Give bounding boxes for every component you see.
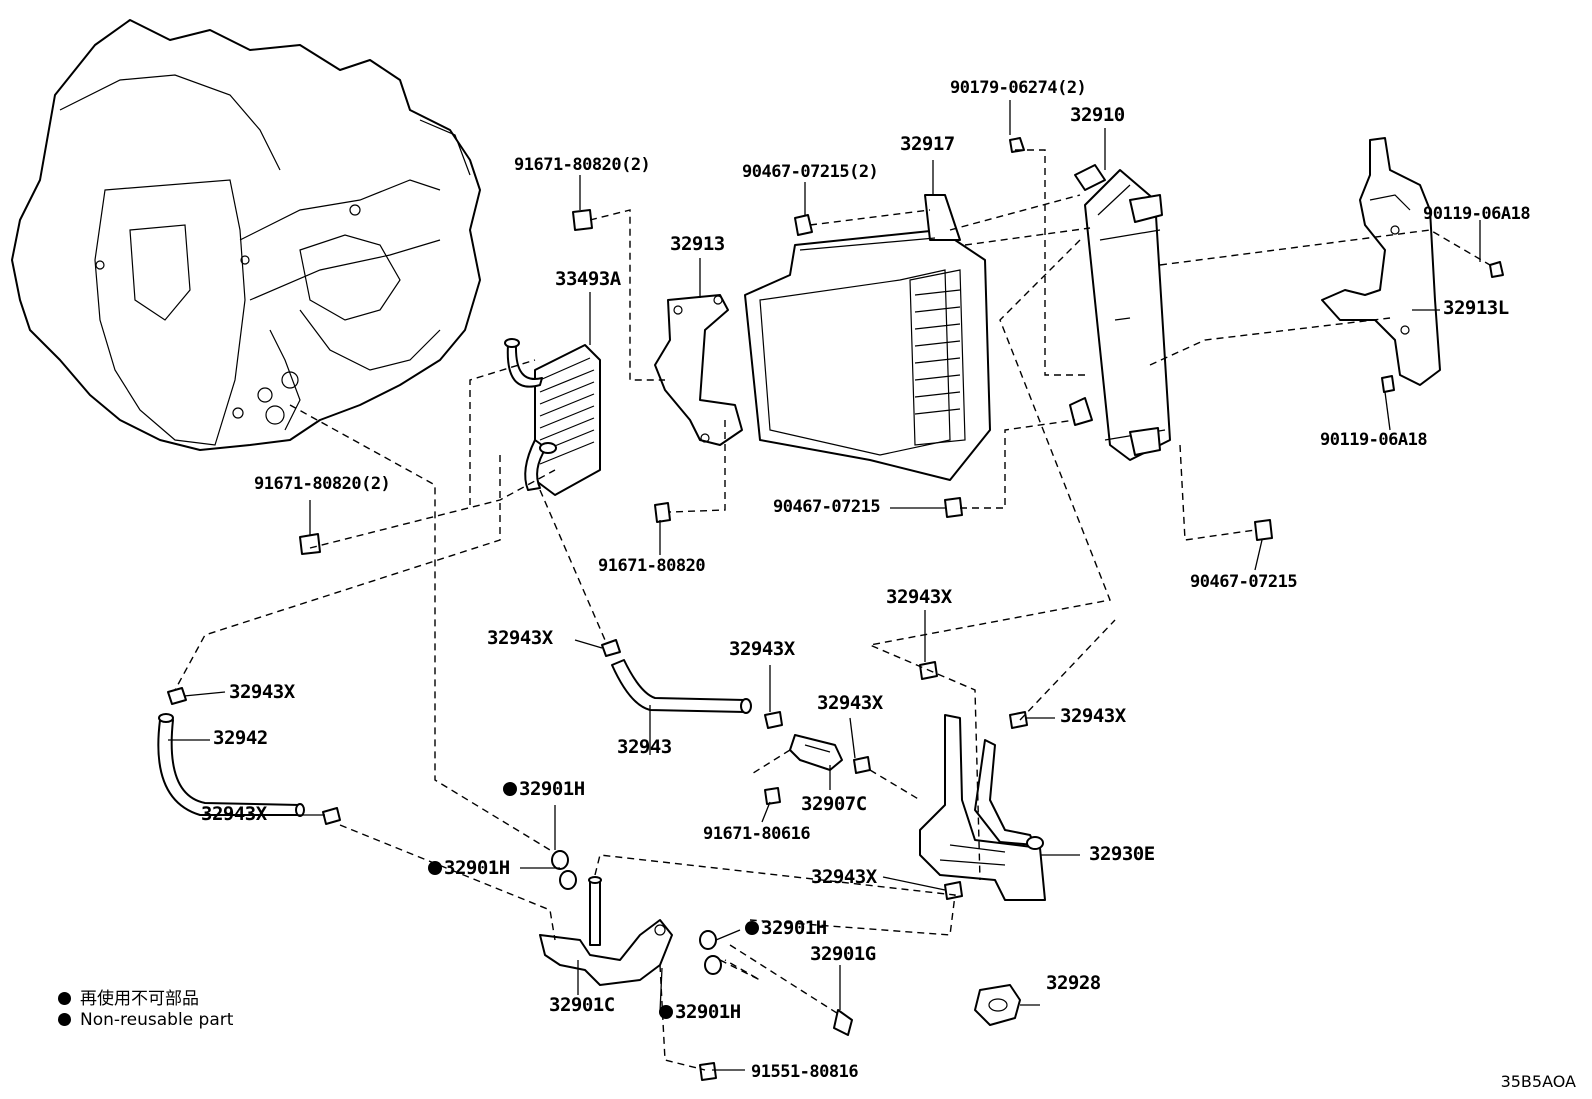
part-label-32901h-b: 32901H: [428, 857, 510, 879]
part-label-90467-07215-right: 90467-07215: [1190, 572, 1298, 592]
cooler-core: [1069, 164, 1171, 461]
part-label-91671-80820-2-top: 91671-80820(2): [514, 155, 651, 175]
pipe-assembly: [919, 714, 1046, 901]
part-label-91551-80816: 91551-80816: [751, 1062, 859, 1082]
part-label-32943x-mid: 32943X: [729, 638, 795, 660]
non-reusable-marker: [503, 782, 517, 796]
part-label-91671-80820: 91671-80820: [598, 556, 706, 576]
part-label-32943: 32943: [617, 736, 672, 758]
diagram-code: 35B5AOA: [1500, 1072, 1576, 1091]
bracket-32928: [974, 984, 1021, 1026]
hose-32943: [611, 659, 752, 714]
part-label-32901h-c: 32901H: [745, 917, 827, 939]
part-label-90467-07215-mid: 90467-07215: [773, 497, 881, 517]
part-label-90119-06a18-a: 90119-06A18: [1423, 204, 1531, 224]
part-label-32910: 32910: [1070, 104, 1125, 126]
legend-japanese-text: 再使用不可部品: [80, 989, 199, 1009]
part-label-32942: 32942: [213, 727, 268, 749]
part-label-32901g: 32901G: [810, 943, 876, 965]
leader-lines: [168, 100, 1481, 1071]
thermo-valve: [789, 734, 843, 771]
part-label-32930e: 32930E: [1089, 843, 1155, 865]
part-label-32917: 32917: [900, 133, 955, 155]
part-label-32943x-lower: 32943X: [811, 866, 877, 888]
part-label-90179-06274: 90179-06274(2): [950, 78, 1087, 98]
part-label-32943x-center: 32943X: [487, 627, 553, 649]
part-number: 32901H: [519, 778, 585, 800]
part-label-90467-07215-2: 90467-07215(2): [742, 162, 879, 182]
pipe-32901c: [539, 876, 673, 986]
small-parts: [167, 137, 1504, 1081]
legend-english: Non-reusable part: [58, 1010, 233, 1030]
part-label-32943x-left-bottom: 32943X: [201, 803, 267, 825]
part-label-32901c: 32901C: [549, 994, 615, 1016]
part-label-32943x-right: 32943X: [1060, 705, 1126, 727]
part-label-90119-06a18-b: 90119-06A18: [1320, 430, 1428, 450]
part-label-32901h-d: 32901H: [659, 1001, 741, 1023]
assembly-lines: [174, 149, 1491, 1071]
oil-cooler: [504, 338, 601, 496]
legend-japanese: 再使用不可部品: [58, 984, 199, 1009]
part-label-32913: 32913: [670, 233, 725, 255]
non-reusable-marker: [745, 921, 759, 935]
air-duct: [744, 194, 991, 481]
part-label-32928: 32928: [1046, 972, 1101, 994]
part-label-32913l: 32913L: [1443, 297, 1509, 319]
part-label-32943x-upper-right: 32943X: [886, 586, 952, 608]
legend-dot-icon: [58, 1013, 71, 1026]
part-label-91671-80820-2-left: 91671-80820(2): [254, 474, 391, 494]
bracket-32913l: [1321, 137, 1441, 386]
part-label-32901h-a: 32901H: [503, 778, 585, 800]
hose-32942: [157, 713, 305, 817]
part-label-32907c: 32907C: [801, 793, 867, 815]
part-label-32943x-left-top: 32943X: [229, 681, 295, 703]
part-label-33493a: 33493A: [555, 268, 621, 290]
part-label-32943x-valve: 32943X: [817, 692, 883, 714]
legend-english-text: Non-reusable part: [80, 1010, 234, 1030]
non-reusable-marker: [428, 861, 442, 875]
transaxle-housing: [11, 19, 481, 451]
part-number: 32901H: [444, 857, 510, 879]
part-number: 32901H: [675, 1001, 741, 1023]
part-label-91671-80616: 91671-80616: [703, 824, 811, 844]
non-reusable-marker: [659, 1005, 673, 1019]
bracket-32913: [654, 294, 743, 446]
legend-dot-icon: [58, 992, 71, 1005]
part-number: 32901H: [761, 917, 827, 939]
